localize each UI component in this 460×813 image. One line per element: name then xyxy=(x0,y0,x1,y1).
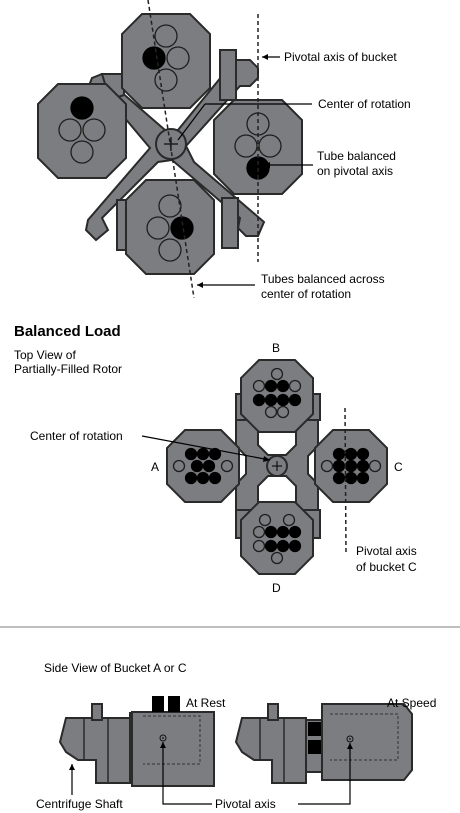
bucket-left xyxy=(37,83,127,179)
bucket-c-label: C xyxy=(394,460,403,474)
side-view-leaders xyxy=(69,742,353,805)
balanced-load-section: Balanced Load Top View of Partially-Fill… xyxy=(14,323,417,595)
bucket-d xyxy=(240,501,314,575)
bucket-c-pivot-label-2: of bucket C xyxy=(356,560,417,574)
pivotal-axis-label: Pivotal axis xyxy=(215,797,276,811)
bucket-at-rest xyxy=(58,696,215,787)
tubes-across-label-2: center of rotation xyxy=(261,287,351,301)
center-of-rotation-label: Center of rotation xyxy=(318,97,411,111)
centrifuge-shaft-label: Centrifuge Shaft xyxy=(36,797,123,811)
bucket-a-label: A xyxy=(151,460,159,474)
top-rotor: Pivotal axis of bucket Center of rotatio… xyxy=(37,0,411,301)
side-view-title: Side View of Bucket A or C xyxy=(44,661,187,675)
balanced-center-label: Center of rotation xyxy=(30,429,123,443)
side-view-section: Side View of Bucket A or C xyxy=(36,661,436,811)
balanced-load-subtitle-1: Top View of xyxy=(14,348,76,362)
bucket-bottom xyxy=(125,179,215,275)
bucket-a xyxy=(166,429,240,503)
balanced-center-hub xyxy=(266,455,288,477)
bucket-c-pivot-axis xyxy=(344,407,347,553)
bucket-c-pivot-label-1: Pivotal axis xyxy=(356,544,417,558)
balanced-load-subtitle-2: Partially-Filled Rotor xyxy=(14,362,122,376)
bucket-d-label: D xyxy=(272,581,281,595)
balanced-load-title: Balanced Load xyxy=(14,323,121,340)
at-rest-label: At Rest xyxy=(186,696,226,710)
balance-axis-line xyxy=(147,0,195,299)
bucket-top xyxy=(121,13,211,109)
bucket-c xyxy=(314,429,388,503)
tubes-across-label-1: Tubes balanced across xyxy=(261,272,385,286)
tube-balanced-label-2: on pivotal axis xyxy=(317,164,393,178)
tube-balanced-label-1: Tube balanced xyxy=(317,149,396,163)
center-hub xyxy=(155,128,187,160)
bucket-b-label: B xyxy=(272,341,280,355)
bucket-at-speed xyxy=(234,703,413,784)
top-leaders xyxy=(177,54,313,288)
at-speed-label: At Speed xyxy=(387,696,436,710)
bucket-b xyxy=(240,359,314,433)
pivot-axis-label: Pivotal axis of bucket xyxy=(284,50,397,64)
